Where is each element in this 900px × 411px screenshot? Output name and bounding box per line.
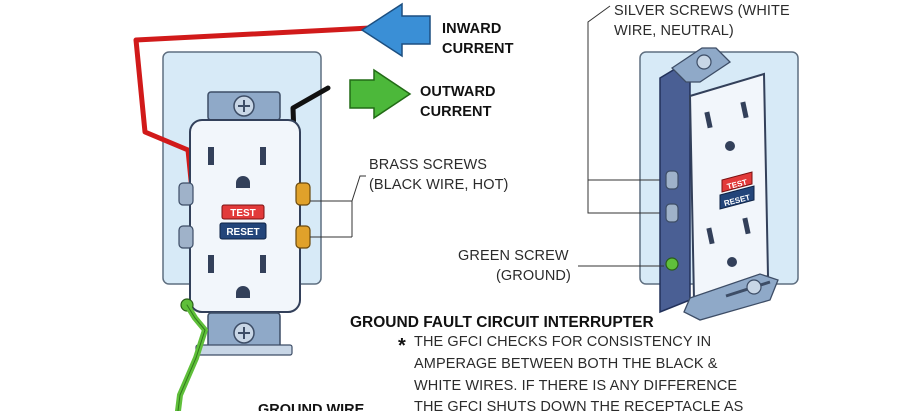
brass-screws-leader <box>310 175 366 202</box>
silver-screw-right-lower-icon <box>665 203 679 223</box>
silver-screws-leader <box>587 5 668 181</box>
ground-wire-label: GROUND WIRE <box>258 402 365 411</box>
reset-button-label: RESET <box>226 227 259 238</box>
green-screw-icon <box>665 257 679 271</box>
note-body: THE GFCI CHECKS FOR CONSISTENCY IN AMPER… <box>414 334 743 411</box>
brass-screw-lower-icon <box>295 225 311 249</box>
silver-screw-left-lower-icon <box>178 225 194 249</box>
right-mounting-screw-bottom-icon <box>746 279 762 295</box>
silver-screw-right-upper-icon <box>665 170 679 190</box>
test-button-right[interactable] <box>721 171 753 193</box>
outward-arrow-icon <box>349 68 412 120</box>
inward-arrow-icon <box>360 2 431 58</box>
reset-button-right[interactable] <box>719 185 755 210</box>
brass-screws-label: BRASS SCREWS(BLACK WIRE, HOT) <box>369 157 508 193</box>
note-bullet: * <box>398 335 406 357</box>
right-mounting-screw-top-icon <box>696 54 712 70</box>
brass-screw-upper-icon <box>295 182 311 206</box>
reset-button[interactable] <box>219 222 267 240</box>
test-button[interactable] <box>221 204 265 220</box>
note-title: GROUND FAULT CIRCUIT INTERRUPTER <box>350 314 654 331</box>
silver-screw-left-upper-icon <box>178 182 194 206</box>
green-screw-label: GREEN SCREW(GROUND) <box>458 248 571 284</box>
test-button-label: TEST <box>230 208 256 219</box>
ground-wire-line <box>175 302 208 411</box>
